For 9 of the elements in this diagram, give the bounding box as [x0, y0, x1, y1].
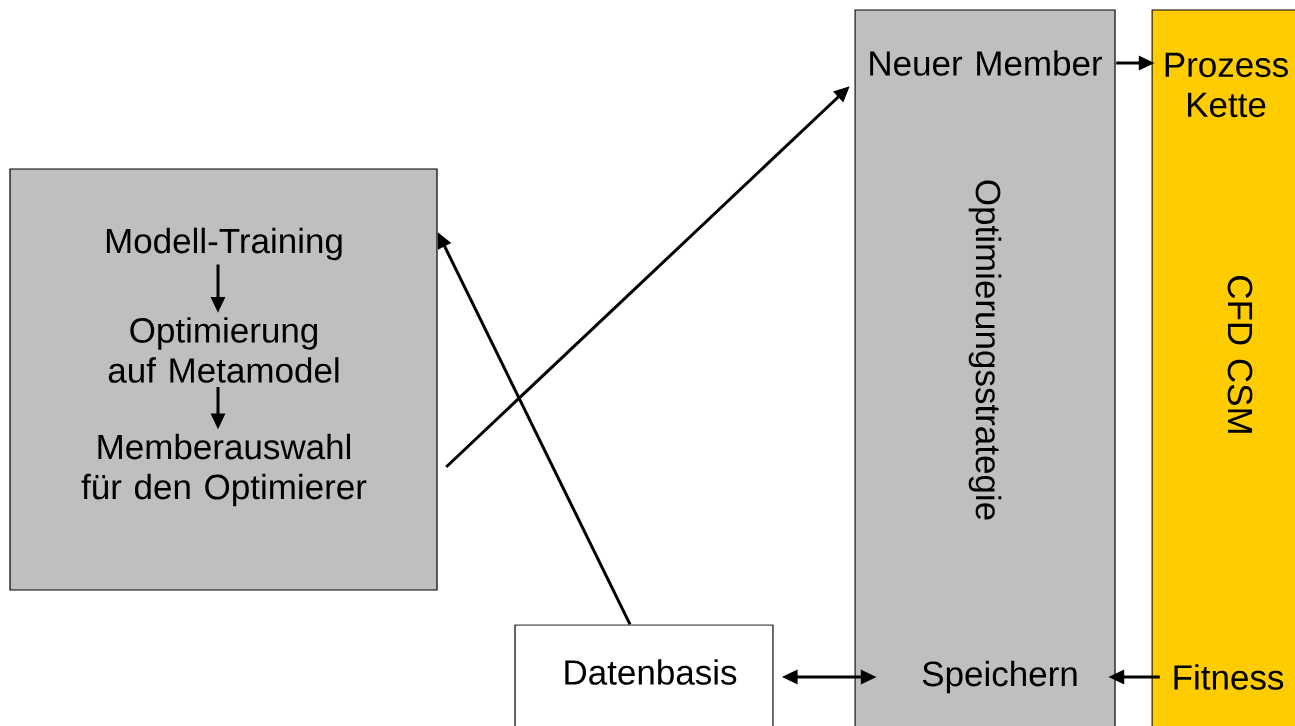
step-label: Modell-Training [106, 227, 342, 261]
step-label: Neuer Member [870, 50, 1103, 76]
process-box [9, 168, 438, 591]
step-label: Optimierung auf Metamodel [108, 317, 339, 383]
step-label: Prozess Kette [1165, 52, 1288, 118]
step-label: Memberauswahl für den Optimierer [81, 433, 367, 507]
step-label: Speichern [922, 660, 1077, 694]
step-label: Fitness [1174, 664, 1284, 690]
database-box: Datenbasis [514, 624, 774, 726]
